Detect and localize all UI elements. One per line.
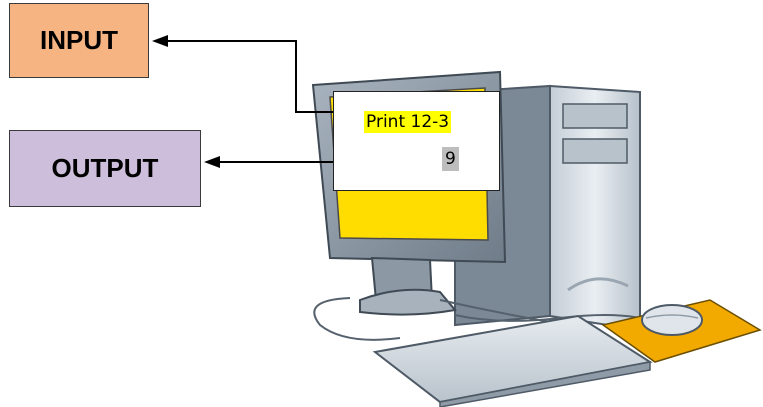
input-label: INPUT [40, 25, 118, 55]
input-arrowhead [152, 35, 168, 47]
input-label-box: INPUT [9, 3, 149, 78]
command-text: Print 12-3 [364, 111, 452, 133]
keyboard [372, 314, 653, 407]
result-text: 9 [442, 147, 459, 171]
output-label: OUTPUT [51, 153, 159, 183]
output-arrowhead [204, 156, 220, 168]
output-label-box: OUTPUT [9, 130, 201, 207]
screen-text-card: Print 12-3 9 [333, 91, 500, 191]
mouse [641, 304, 703, 336]
